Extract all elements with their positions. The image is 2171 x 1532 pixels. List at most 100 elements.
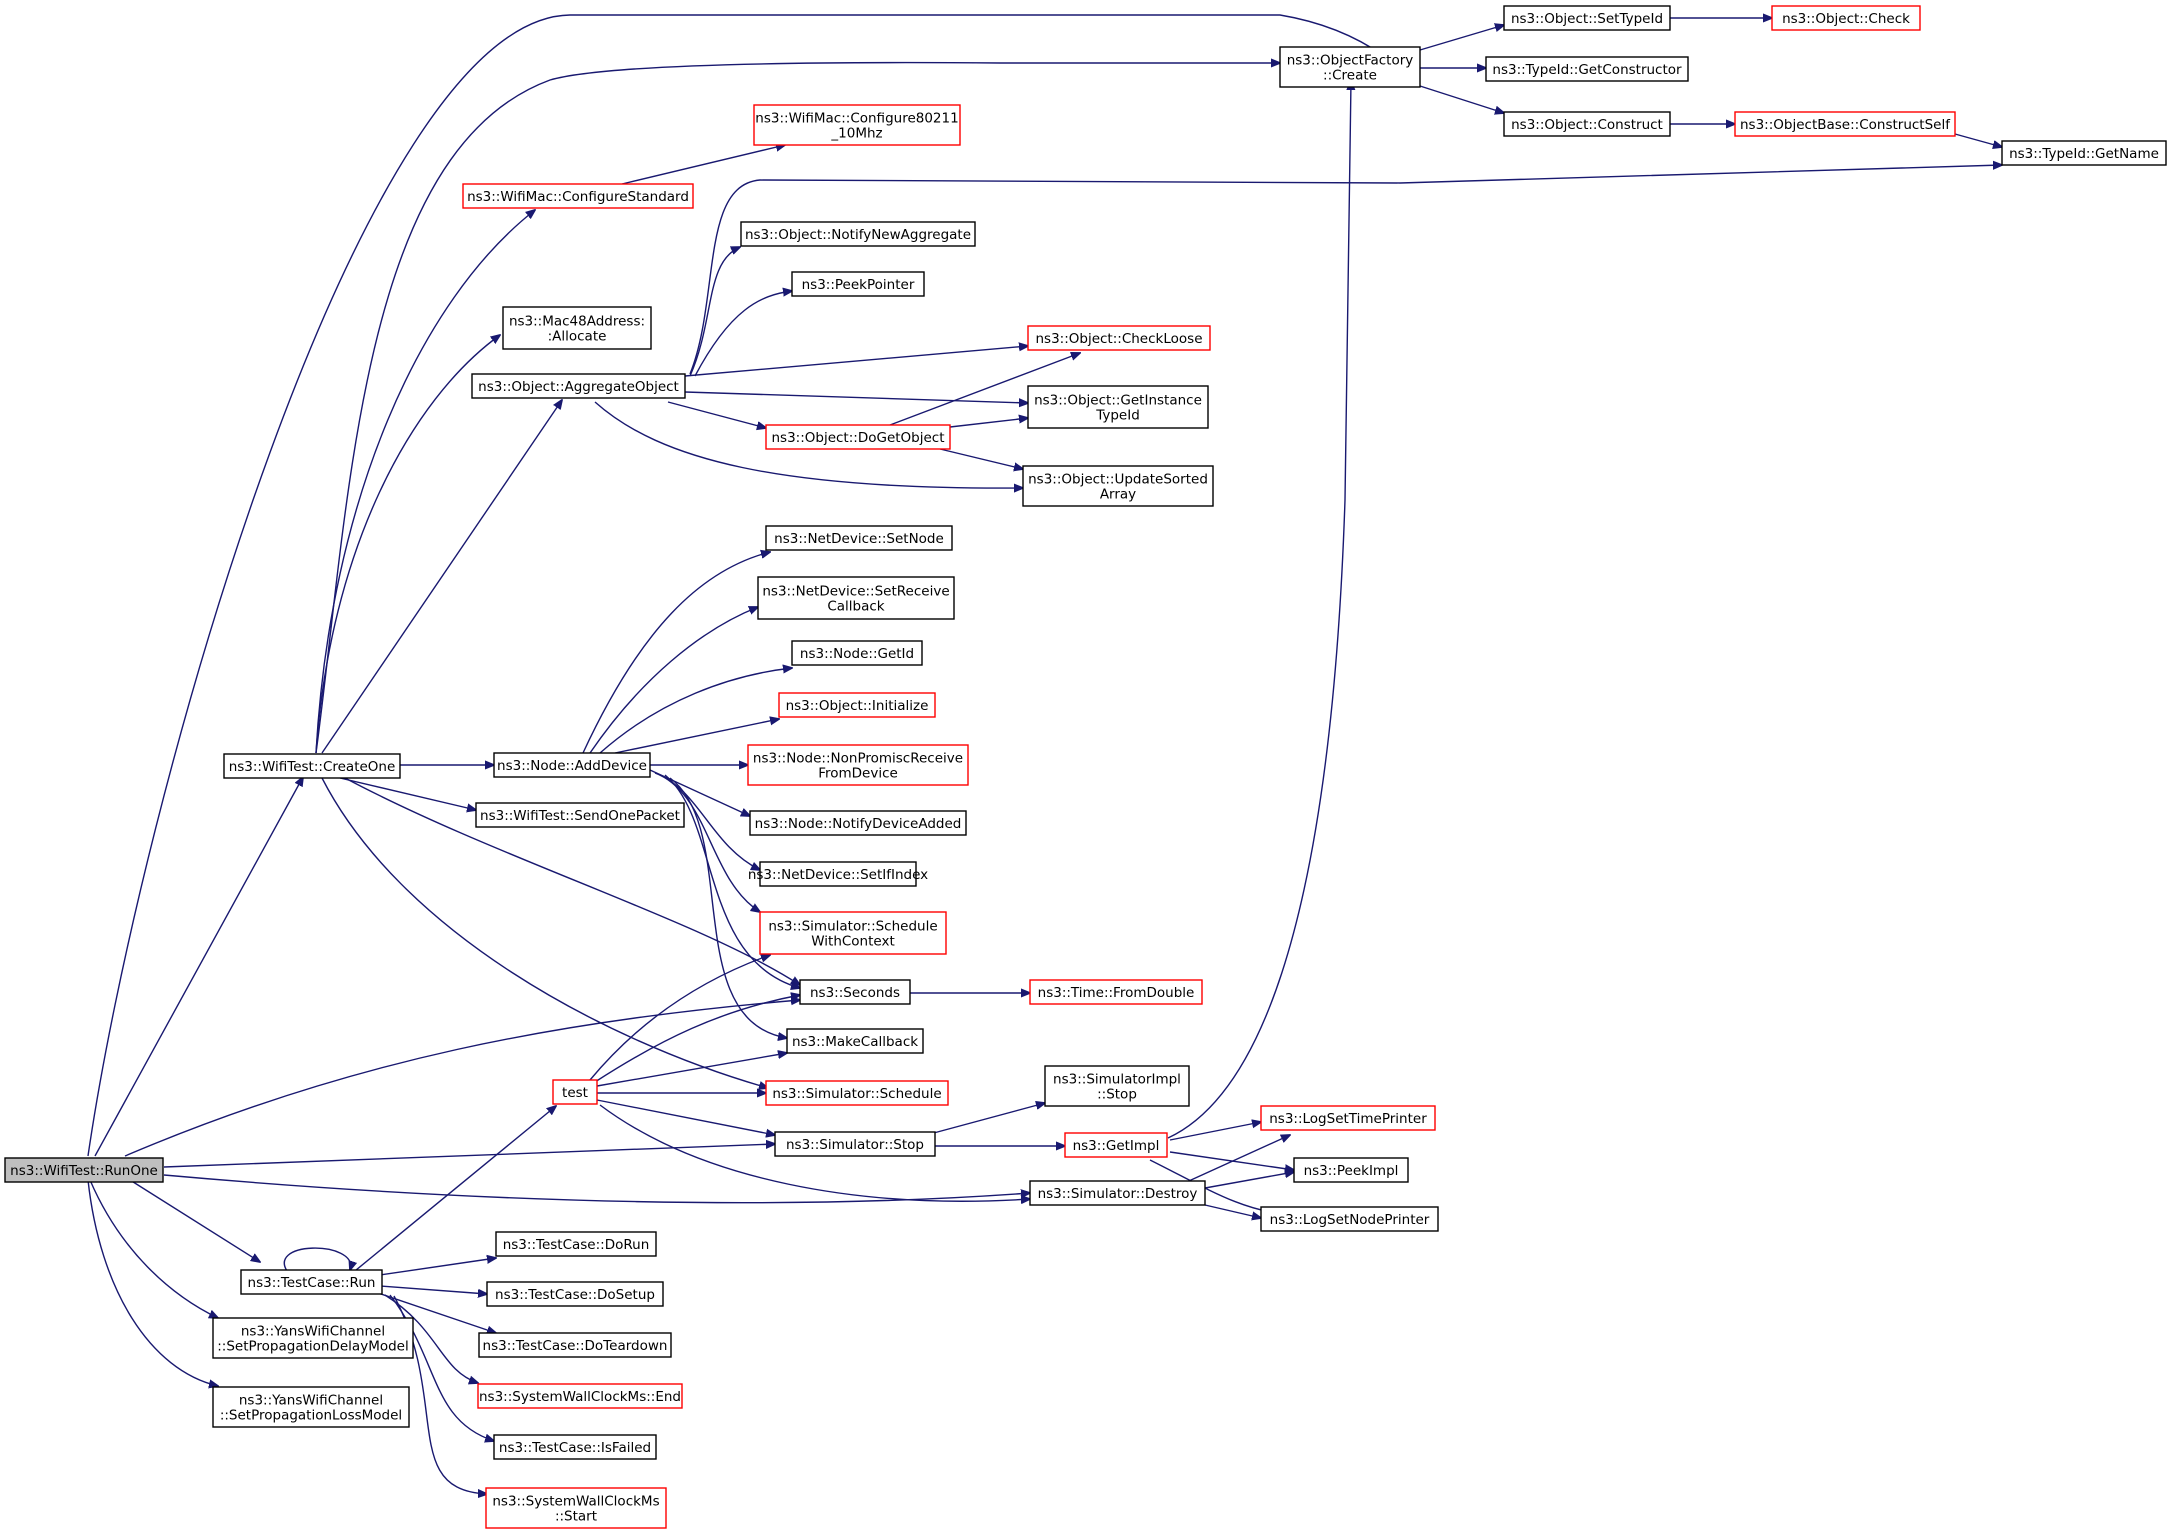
node-dorun[interactable]: ns3::TestCase::DoRun xyxy=(495,1231,657,1257)
edge-createone-allocate xyxy=(315,335,500,754)
node-swc-start[interactable]: ns3::SystemWallClockMs::Start xyxy=(485,1487,667,1529)
edge-test-schedulewithcontext xyxy=(589,955,770,1081)
node-label: test xyxy=(562,1085,588,1101)
node-initialize[interactable]: ns3::Object::Initialize xyxy=(778,692,936,718)
node-label: ns3::ObjectBase::ConstructSelf xyxy=(1740,117,1951,133)
node-makecallback[interactable]: ns3::MakeCallback xyxy=(786,1028,924,1054)
edge-adddevice-initialize xyxy=(614,719,779,754)
node-isfailed[interactable]: ns3::TestCase::IsFailed xyxy=(493,1434,657,1460)
node-objectfactory-create[interactable]: ns3::ObjectFactory::Create xyxy=(1279,46,1421,88)
node-simimpl-stop[interactable]: ns3::SimulatorImpl::Stop xyxy=(1044,1065,1190,1107)
node-label: ns3::TypeId::GetName xyxy=(2009,146,2159,162)
node-configurestandard[interactable]: ns3::WifiMac::ConfigureStandard xyxy=(462,183,694,209)
node-label: ns3::WifiTest::CreateOne xyxy=(229,759,396,775)
node-typeid-getname[interactable]: ns3::TypeId::GetName xyxy=(2001,140,2167,166)
node-label: TypeId xyxy=(1095,408,1140,424)
edge-createone-seconds xyxy=(344,777,800,985)
node-label: ns3::Simulator::Stop xyxy=(786,1137,924,1153)
node-setloss[interactable]: ns3::YansWifiChannel::SetPropagationLoss… xyxy=(212,1386,410,1428)
node-schedule[interactable]: ns3::Simulator::Schedule xyxy=(765,1080,949,1106)
edge-destroy-logsettimeprinter xyxy=(1179,1135,1290,1186)
node-label: ns3::Object::Initialize xyxy=(786,698,929,714)
node-label: ns3::Object::UpdateSorted xyxy=(1028,472,1208,488)
edge-test-destroy xyxy=(599,1104,1030,1201)
node-label: ns3::Seconds xyxy=(810,985,900,1001)
node-label: ::Start xyxy=(555,1509,597,1525)
node-label: ns3::NetDevice::SetIfIndex xyxy=(748,867,928,883)
node-createone[interactable]: ns3::WifiTest::CreateOne xyxy=(223,753,401,779)
edge-run-test xyxy=(349,1106,556,1276)
node-label: ::SetPropagationLossModel xyxy=(220,1408,402,1424)
node-simulator-stop[interactable]: ns3::Simulator::Stop xyxy=(774,1131,936,1157)
node-doteardown[interactable]: ns3::TestCase::DoTeardown xyxy=(478,1332,672,1358)
node-construct[interactable]: ns3::Object::Construct xyxy=(1503,111,1671,137)
node-testcase-run[interactable]: ns3::TestCase::Run xyxy=(240,1269,383,1295)
node-setifindex[interactable]: ns3::NetDevice::SetIfIndex xyxy=(748,861,928,887)
edge-run-self xyxy=(283,1247,350,1276)
edge-test-simulator-stop xyxy=(596,1099,775,1135)
edge-destroy-logsetnodeprinter xyxy=(1204,1204,1261,1218)
node-dosetup[interactable]: ns3::TestCase::DoSetup xyxy=(486,1281,664,1307)
node-label: Array xyxy=(1100,487,1136,503)
node-check[interactable]: ns3::Object::Check xyxy=(1771,5,1921,31)
edge-destroy-peekimpl xyxy=(1204,1172,1294,1189)
node-label: ns3::Object::AggregateObject xyxy=(478,379,679,395)
node-sendonepacket[interactable]: ns3::WifiTest::SendOnePacket xyxy=(475,802,685,828)
node-settypeid[interactable]: ns3::Object::SetTypeId xyxy=(1503,5,1671,31)
edge-getimpl-logsettimeprinter xyxy=(1169,1122,1261,1141)
node-checkloose[interactable]: ns3::Object::CheckLoose xyxy=(1027,325,1211,351)
node-label: ns3::ObjectFactory xyxy=(1287,53,1414,69)
node-getconstructor[interactable]: ns3::TypeId::GetConstructor xyxy=(1485,56,1689,82)
node-notifynewaggregate[interactable]: ns3::Object::NotifyNewAggregate xyxy=(740,221,976,247)
node-allocate[interactable]: ns3::Mac48Address::Allocate xyxy=(502,306,652,350)
node-label: ns3::Node::AddDevice xyxy=(497,758,647,774)
node-peekimpl[interactable]: ns3::PeekImpl xyxy=(1293,1157,1409,1183)
edge-createone-objectfactory-create xyxy=(315,63,1280,754)
node-label: ns3::PeekImpl xyxy=(1304,1163,1399,1179)
node-logsettimeprinter[interactable]: ns3::LogSetTimePrinter xyxy=(1260,1105,1436,1131)
edge-createone-aggregateobject xyxy=(321,400,562,754)
node-adddevice[interactable]: ns3::Node::AddDevice xyxy=(493,752,651,778)
node-notifydeviceadded[interactable]: ns3::Node::NotifyDeviceAdded xyxy=(749,810,967,836)
node-dogetobject[interactable]: ns3::Object::DoGetObject xyxy=(765,424,951,450)
node-test[interactable]: test xyxy=(552,1079,598,1105)
node-label: ns3::Object::NotifyNewAggregate xyxy=(745,227,971,243)
node-destroy[interactable]: ns3::Simulator::Destroy xyxy=(1029,1180,1206,1206)
edge-adddevice-notifydeviceadded xyxy=(649,769,750,816)
node-label: ns3::Object::Construct xyxy=(1511,117,1663,133)
node-swc-end[interactable]: ns3::SystemWallClockMs::End xyxy=(477,1383,683,1409)
node-getid[interactable]: ns3::Node::GetId xyxy=(791,640,923,666)
node-runone[interactable]: ns3::WifiTest::RunOne xyxy=(4,1157,164,1183)
edge-adddevice-makecallback xyxy=(669,777,787,1038)
edge-runone-seconds xyxy=(124,1000,800,1157)
node-aggregateobject[interactable]: ns3::Object::AggregateObject xyxy=(471,373,686,399)
edge-adddevice-schedulewithcontext xyxy=(659,774,760,912)
edge-adddevice-getid xyxy=(599,668,792,754)
node-label: ns3::Object::Check xyxy=(1782,11,1910,27)
edge-runone-createone xyxy=(94,777,303,1157)
node-label: ns3::LogSetNodePrinter xyxy=(1270,1212,1430,1228)
node-label: ::Create xyxy=(1323,68,1377,84)
node-constructself[interactable]: ns3::ObjectBase::ConstructSelf xyxy=(1734,111,1956,137)
node-seconds[interactable]: ns3::Seconds xyxy=(799,979,911,1005)
node-logsetnodeprinter[interactable]: ns3::LogSetNodePrinter xyxy=(1260,1206,1439,1232)
node-peekpointer[interactable]: ns3::PeekPointer xyxy=(791,271,925,297)
node-label: FromDevice xyxy=(818,766,898,782)
node-label: ns3::Mac48Address: xyxy=(509,314,645,330)
edge-run-dosetup xyxy=(379,1285,487,1294)
edge-runone-setloss xyxy=(87,1179,218,1386)
node-setnode[interactable]: ns3::NetDevice::SetNode xyxy=(765,525,953,551)
node-label: ns3::TestCase::Run xyxy=(248,1275,376,1291)
node-getimpl[interactable]: ns3::GetImpl xyxy=(1064,1132,1168,1158)
node-label: ns3::SystemWallClockMs::End xyxy=(479,1389,681,1405)
node-configure80211[interactable]: ns3::WifiMac::Configure80211_10Mhz xyxy=(753,104,961,146)
node-fromdouble[interactable]: ns3::Time::FromDouble xyxy=(1029,979,1203,1005)
node-label: ns3::YansWifiChannel xyxy=(239,1393,383,1409)
node-setdelay[interactable]: ns3::YansWifiChannel::SetPropagationDela… xyxy=(212,1317,414,1359)
edge-configurestandard-configure80211 xyxy=(621,145,785,185)
